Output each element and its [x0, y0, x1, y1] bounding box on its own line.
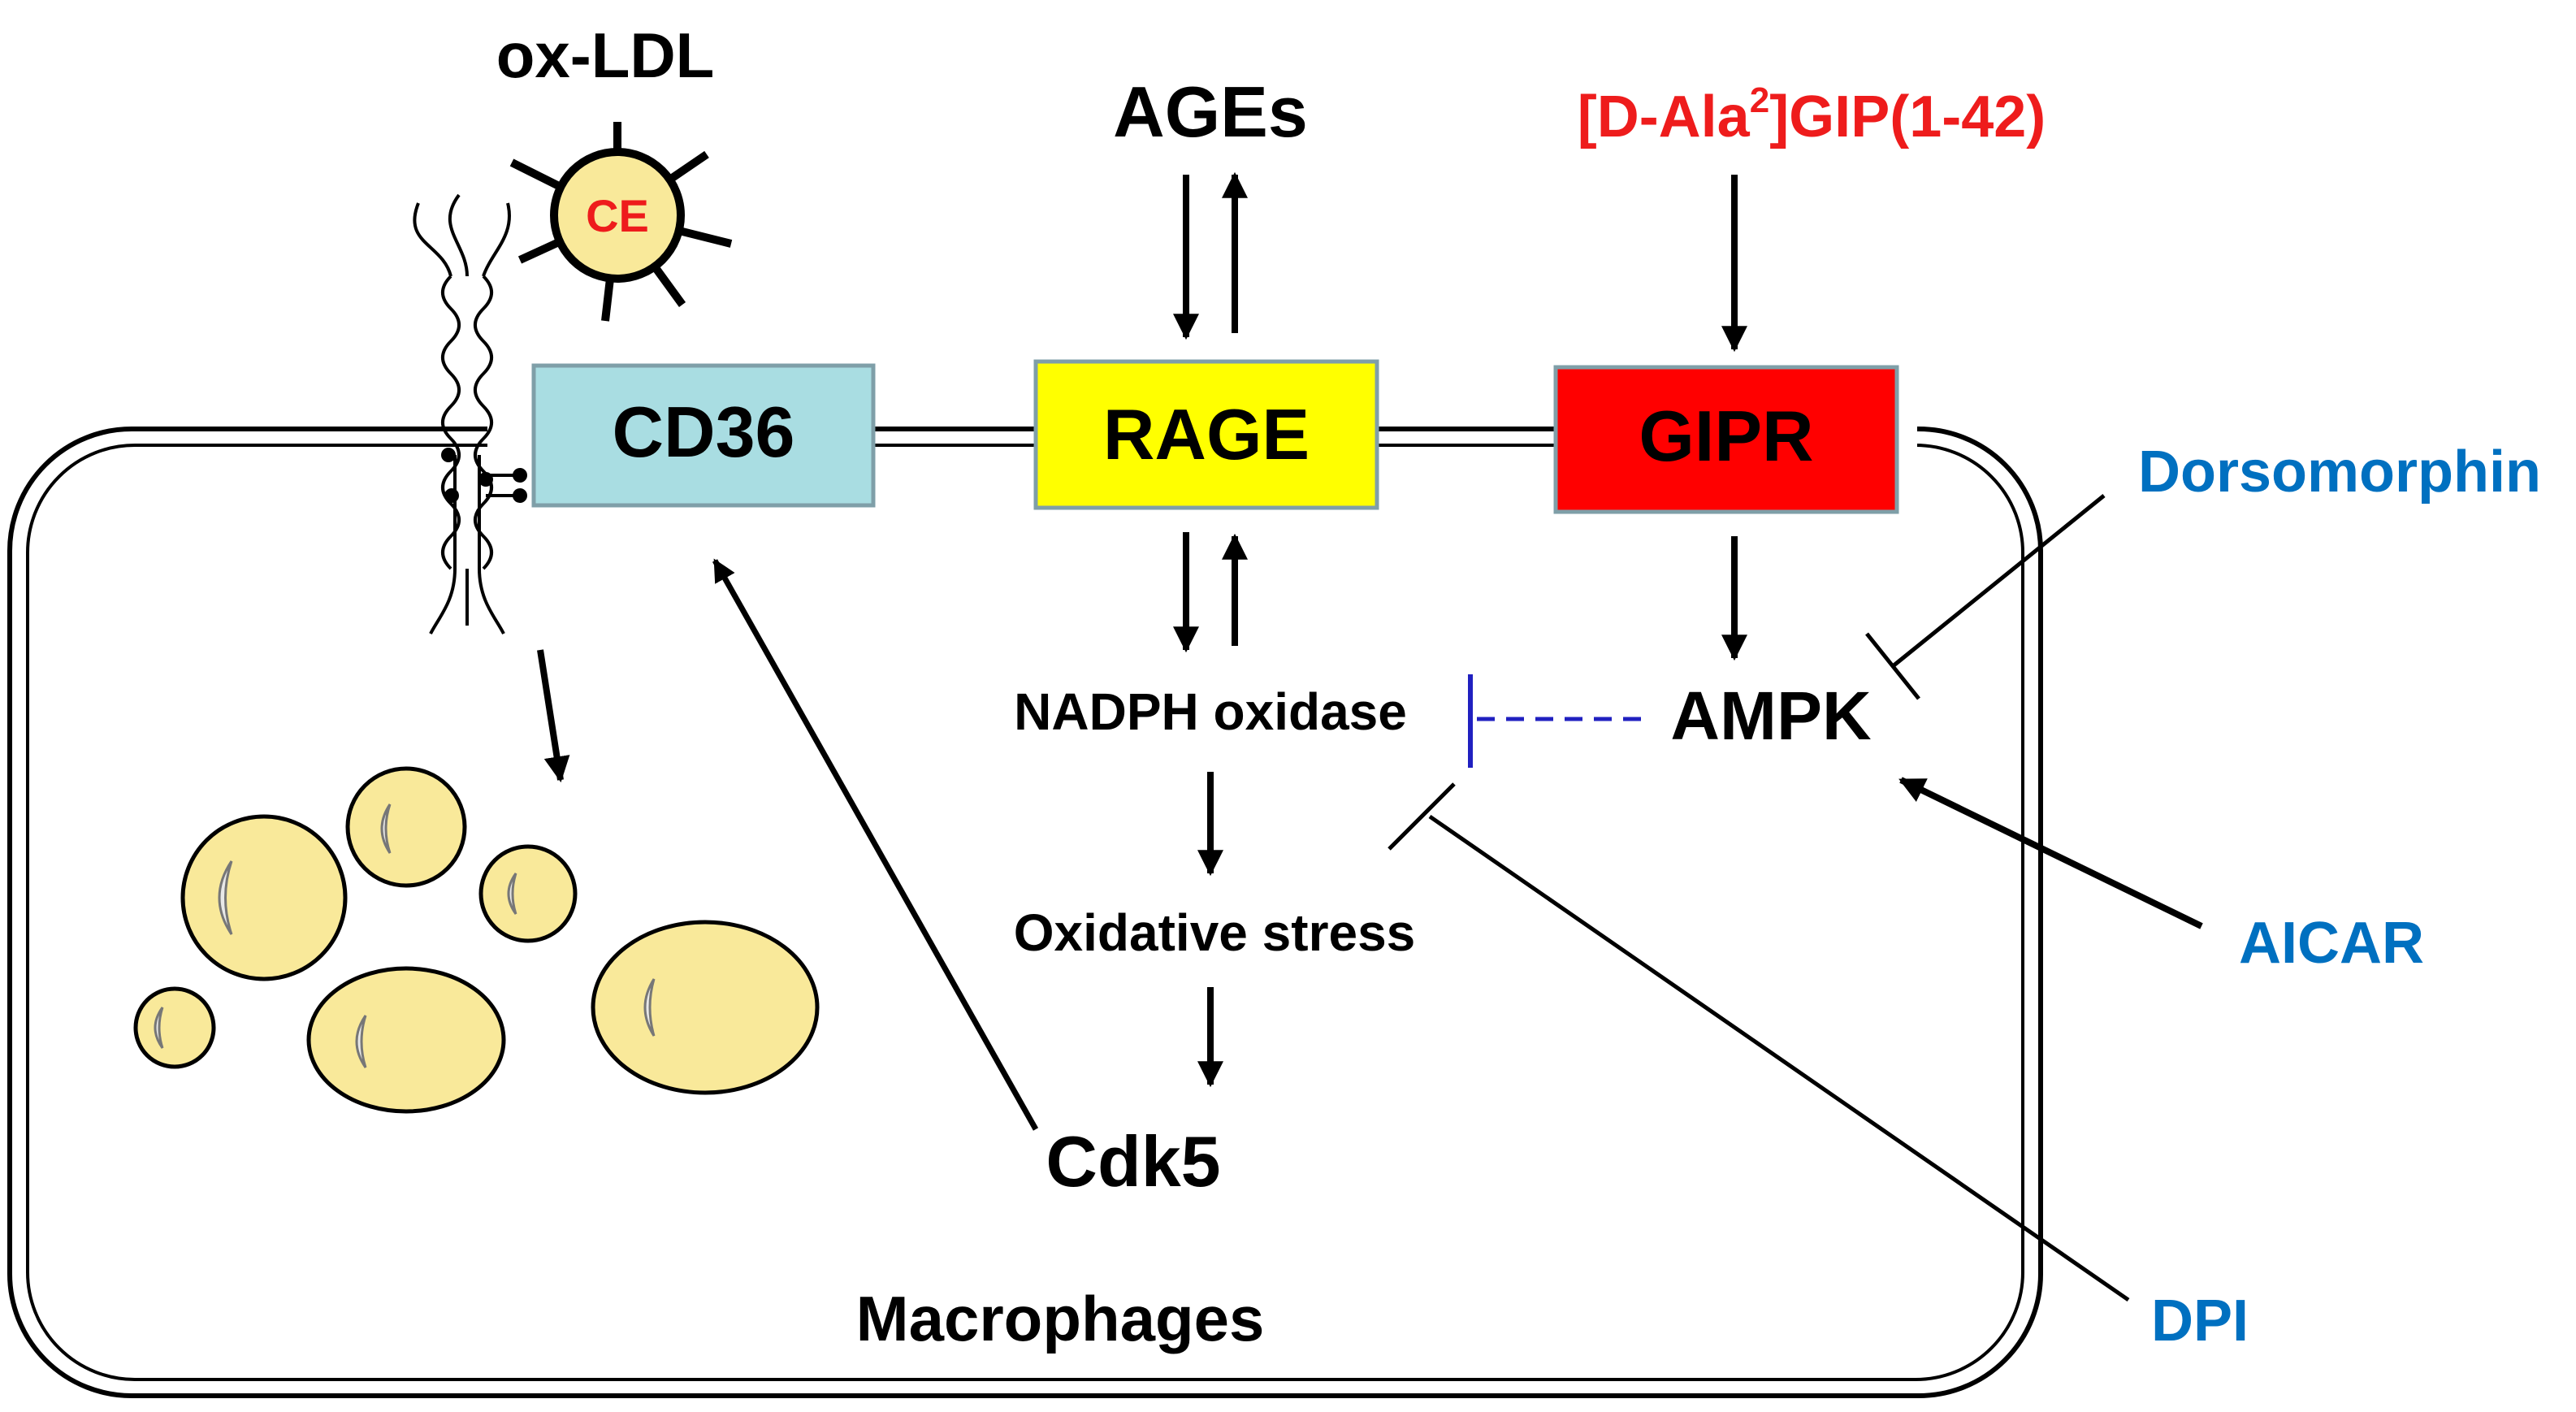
aicar-label: AICAR — [2239, 911, 2424, 976]
macrophages-label: Macrophages — [856, 1283, 1265, 1354]
aicar-to-ampk-arrow — [1898, 777, 2203, 929]
gipr-label: GIPR — [1639, 396, 1813, 476]
lipid-droplet — [478, 844, 578, 943]
rage-box — [1033, 359, 1379, 510]
gip-agonist-label: [D-Ala2]GIP(1-42) — [1578, 80, 2046, 149]
rage-label: RAGE — [1103, 394, 1310, 474]
dpi-inhibit-bar — [1388, 782, 1456, 851]
dpi-inhibit-line — [1428, 814, 2130, 1302]
dorsomorphin-inhibit-bar — [1865, 632, 1920, 700]
oxidative-stress-label: Oxidative stress — [1014, 903, 1416, 962]
lipid-droplet — [591, 920, 820, 1095]
ampk-label: AMPK — [1670, 678, 1871, 754]
ox-ldl-particle-icon — [509, 122, 733, 322]
cdk5-label: Cdk5 — [1046, 1121, 1220, 1202]
nadph-oxidase-label: NADPH oxidase — [1014, 682, 1407, 741]
cdk5-to-cd36-arrow — [712, 558, 1039, 1131]
dorsomorphin-label: Dorsomorphin — [2138, 440, 2541, 505]
lipid-droplets — [133, 766, 820, 1114]
dorsomorphin-inhibit-line — [1891, 494, 2106, 668]
dpi-label: DPI — [2151, 1289, 2249, 1354]
cd36-box — [531, 363, 876, 508]
gipr-box — [1553, 365, 1899, 514]
ages-label: AGEs — [1113, 71, 1308, 152]
lipid-droplet — [180, 814, 348, 981]
ce-label: CE — [586, 190, 649, 241]
droplet-crescents — [154, 803, 656, 1068]
cd36-label: CD36 — [613, 392, 795, 472]
lipid-droplet — [133, 986, 216, 1069]
transmembrane-receptor-icon — [413, 193, 527, 635]
receptor-to-droplets-arrow — [537, 649, 570, 783]
ox-ldl-label: ox-LDL — [496, 19, 715, 91]
lipid-droplet — [345, 766, 467, 888]
lipid-droplet — [306, 966, 506, 1114]
